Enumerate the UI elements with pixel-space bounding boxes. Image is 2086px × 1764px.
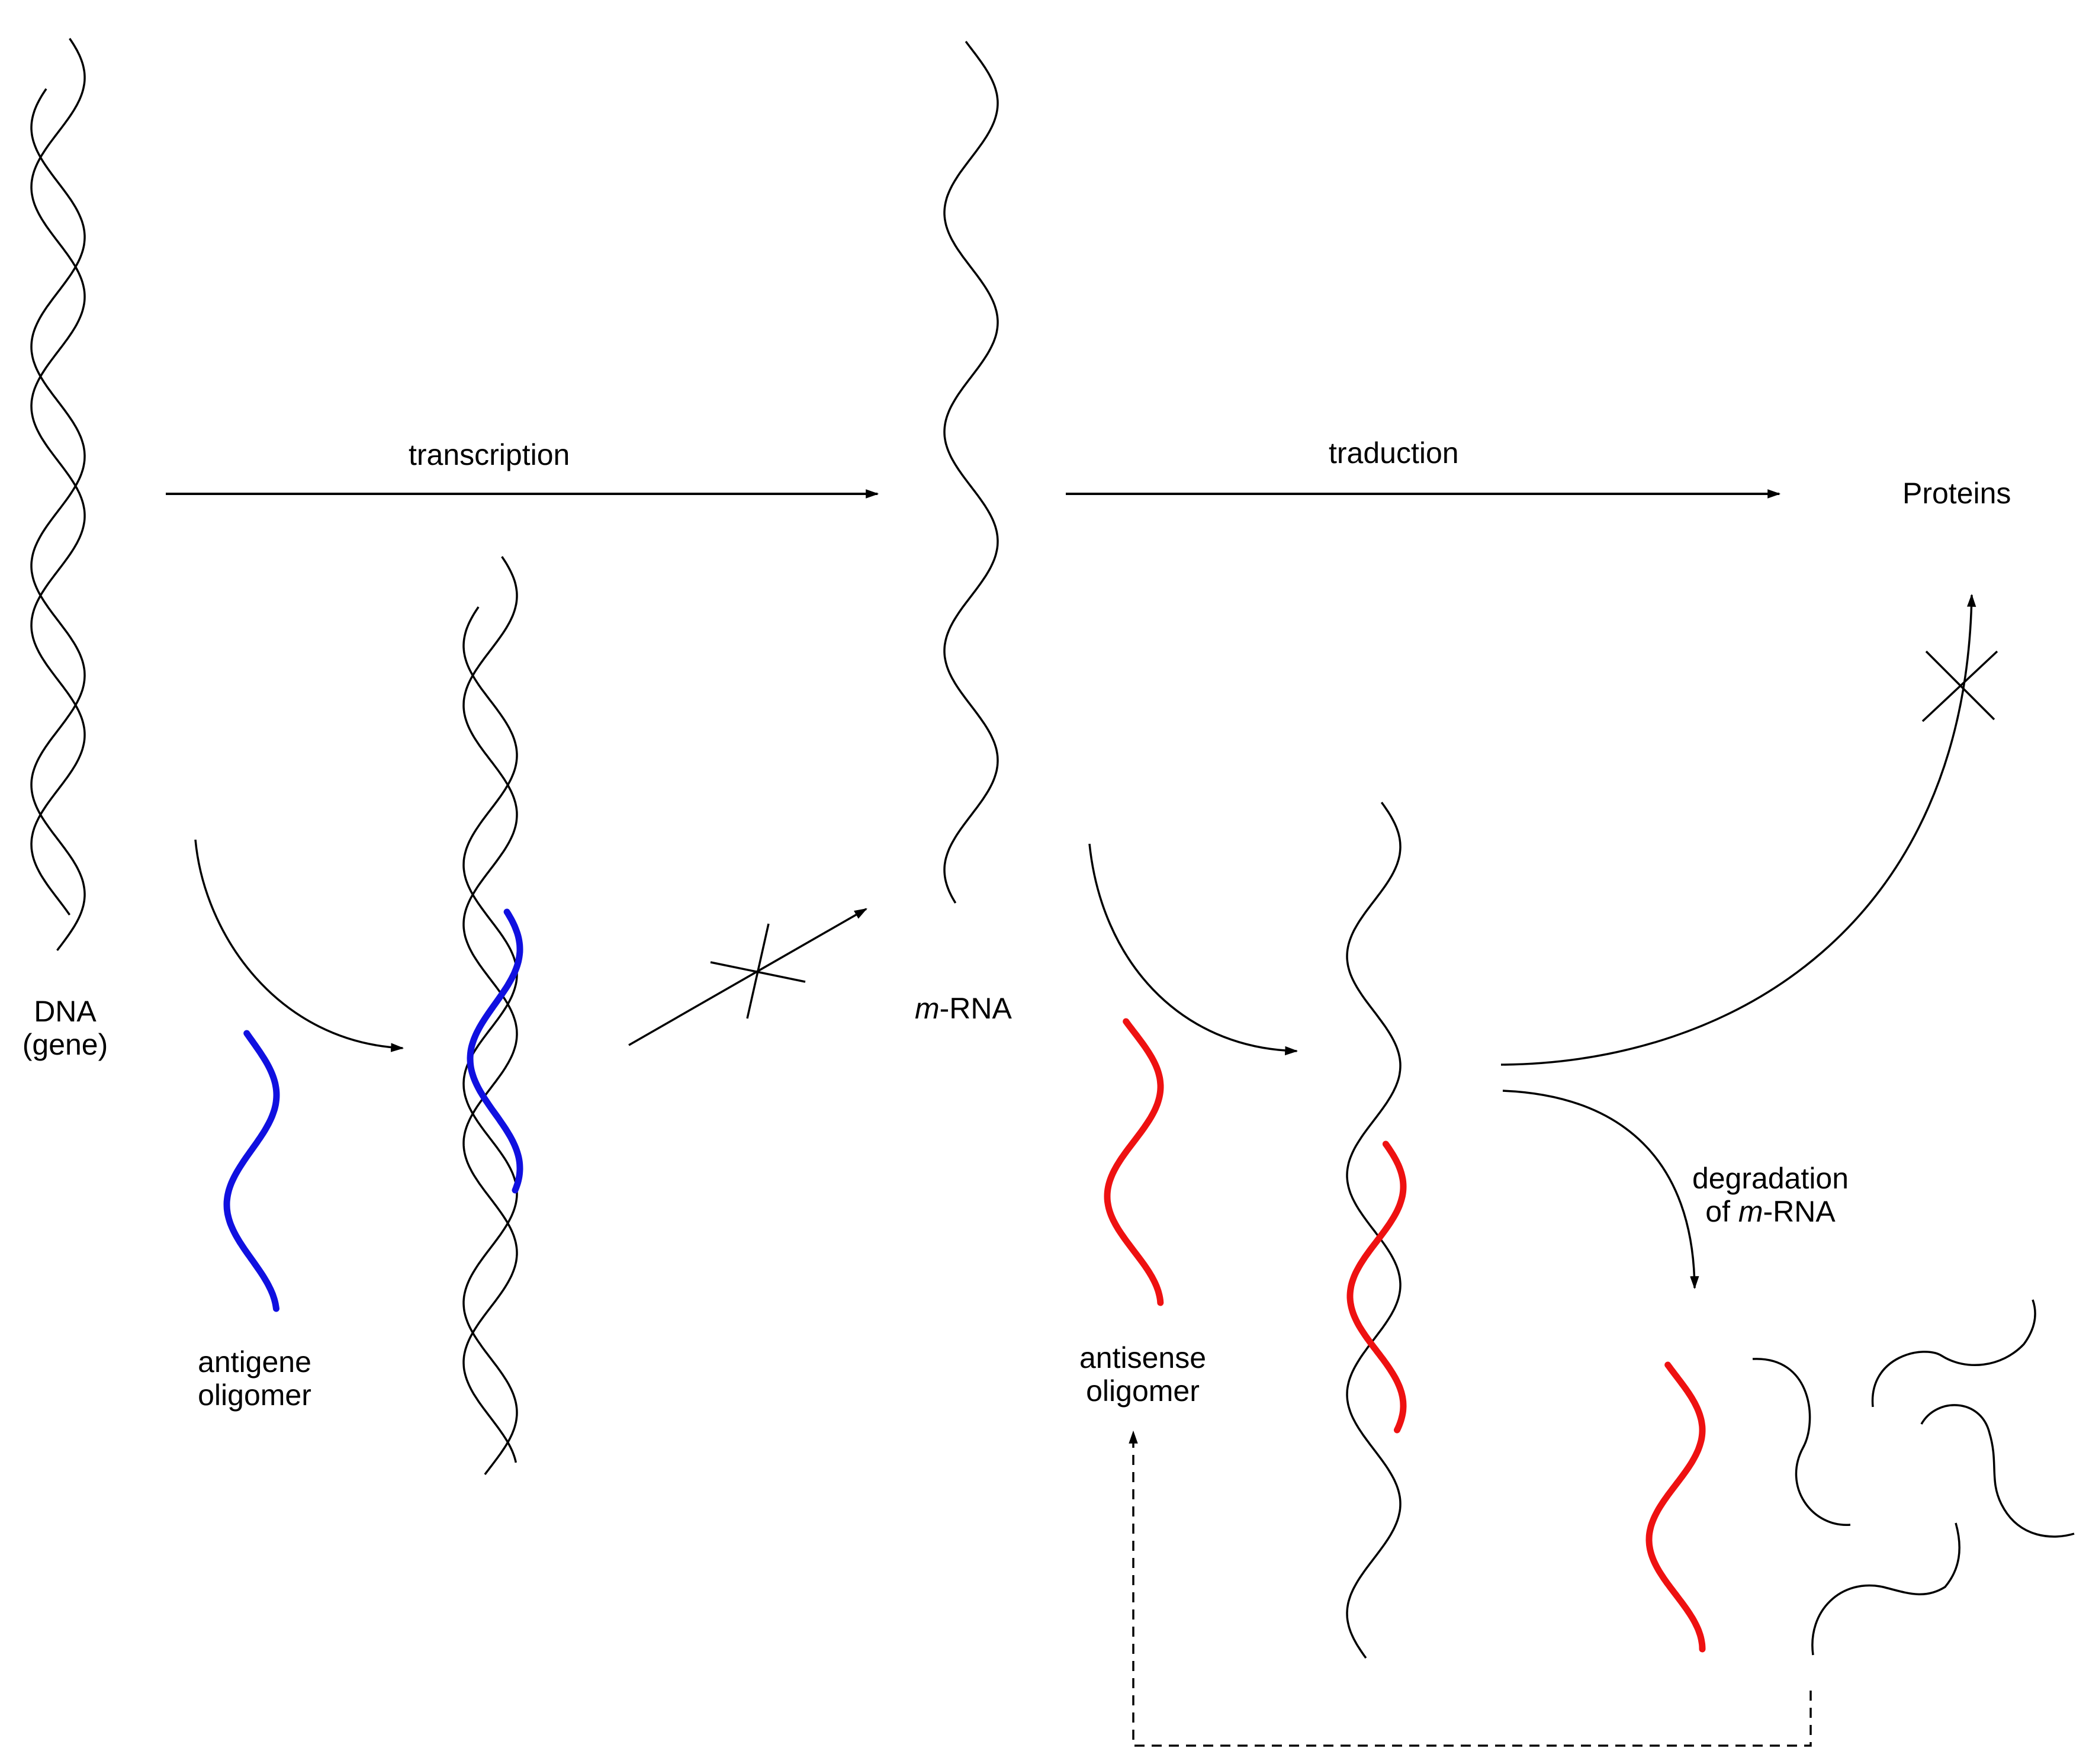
dna-label-line2: (gene) — [22, 1028, 108, 1061]
duplex-mrna-strand — [1346, 801, 1402, 1659]
recycle-dashed-arrow — [1129, 1430, 1812, 1747]
antisense-oligomer-strand — [1104, 1018, 1164, 1306]
mrna-fragments — [1752, 1299, 2075, 1656]
mrna-fragment — [1871, 1299, 2036, 1408]
mrna-fragment — [1811, 1522, 1960, 1656]
block-cross-icon — [710, 923, 806, 1019]
triplex-strand-a — [462, 556, 518, 1463]
bound-antisense-strand — [1346, 1140, 1407, 1434]
traduction-label: traduction — [1329, 436, 1459, 470]
proteins-label: Proteins — [1902, 477, 2011, 510]
mrna-label-italic: m — [915, 992, 940, 1025]
dna-antigene-triplex — [462, 556, 518, 1476]
degradation-label-line2: of m-RNA — [1705, 1195, 1836, 1228]
dna-strand-a — [30, 38, 86, 916]
degradation-arrow — [1502, 1090, 1699, 1290]
blocked-transcription-arrow — [628, 908, 867, 1046]
dna-label-line1: DNA — [34, 995, 97, 1028]
antisense-label-line1: antisense — [1079, 1341, 1207, 1374]
mrna-label: m-RNA — [915, 992, 1012, 1025]
degradation-label-line1: degradation — [1692, 1162, 1849, 1195]
blocked-traduction-arrow — [1500, 593, 1998, 1066]
triplex-strand-b — [462, 606, 518, 1476]
mrna-strand — [943, 40, 999, 904]
antisense-binding-arrow — [1088, 843, 1298, 1056]
degradation-label: degradation of m-RNA — [1658, 1162, 1883, 1228]
block-cross-icon — [1921, 650, 1998, 722]
antisense-label: antisense oligomer — [1054, 1341, 1232, 1408]
mrna-fragment — [1752, 1358, 1851, 1526]
antigene-oligomer-strand — [223, 1030, 280, 1312]
antigene-label-line2: oligomer — [198, 1379, 311, 1412]
transcription-label: transcription — [409, 438, 570, 471]
dna-strand-b — [30, 88, 86, 952]
dna-label: DNA (gene) — [12, 995, 118, 1061]
mrna-fragment — [1920, 1404, 2075, 1538]
released-antisense-strand — [1645, 1361, 1706, 1653]
antisense-label-line2: oligomer — [1086, 1374, 1200, 1408]
dna-double-helix — [30, 38, 86, 952]
bound-antigene-strand — [467, 908, 523, 1194]
antigene-label-line1: antigene — [198, 1345, 311, 1379]
mrna-label-rest: -RNA — [939, 992, 1012, 1025]
antigene-binding-arrow — [194, 839, 404, 1052]
antigene-label: antigene oligomer — [166, 1345, 343, 1412]
